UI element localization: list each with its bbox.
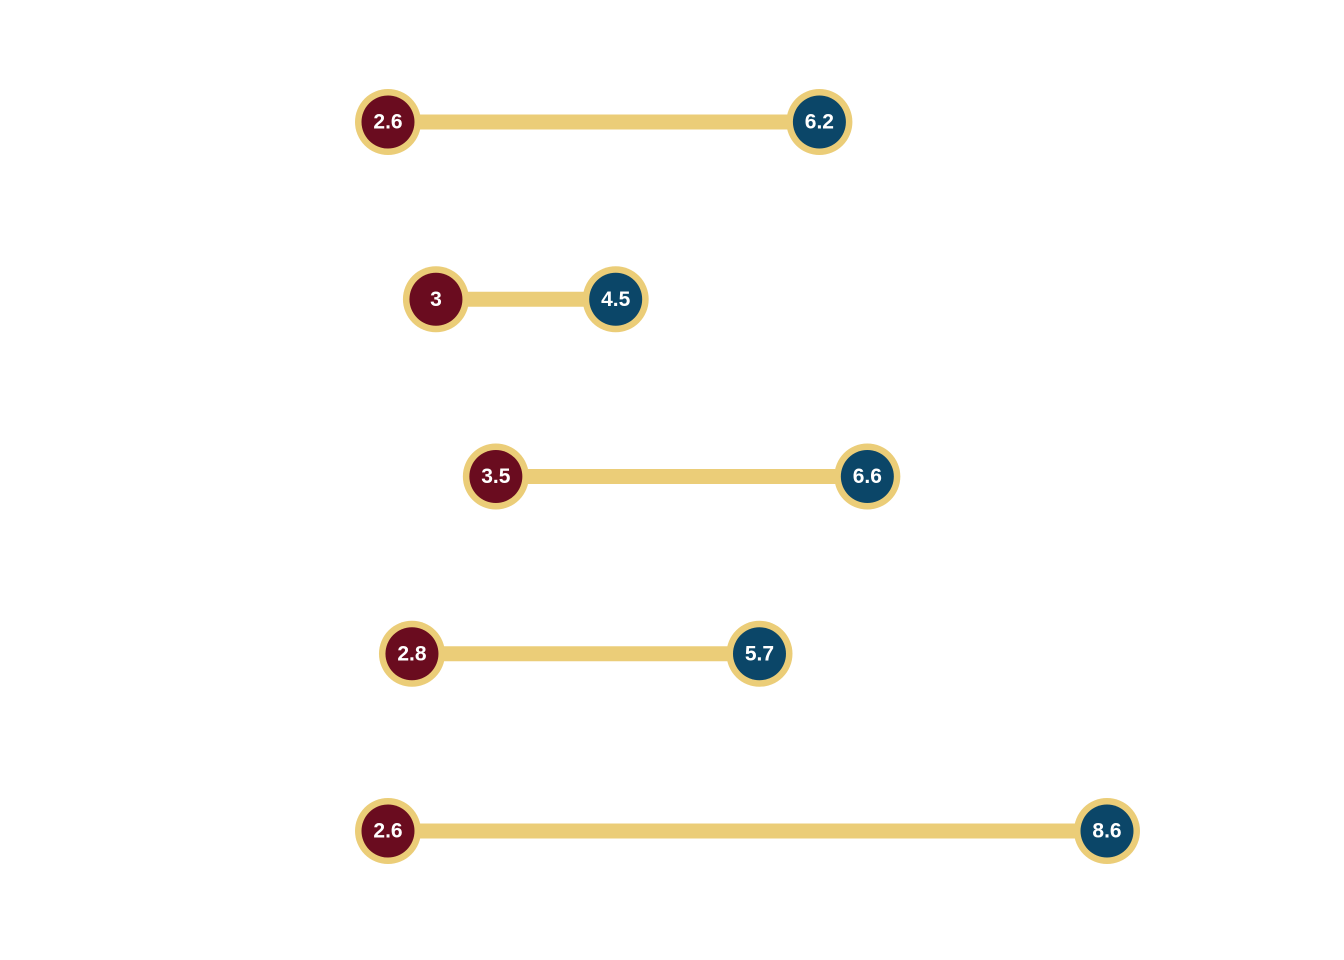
- dumbbell-row-5: 2.6 8.6: [355, 798, 1140, 864]
- start-dot: [385, 627, 439, 681]
- dumbbell-bar: [388, 823, 1107, 839]
- start-value-label: 2.8: [397, 642, 427, 665]
- start-value-label: 3.5: [481, 465, 511, 488]
- end-dot: [840, 450, 894, 503]
- start-dot: [469, 450, 523, 503]
- start-dot: [409, 272, 463, 326]
- end-value-label: 6.2: [805, 111, 834, 134]
- dumbbell-bar: [435, 291, 616, 307]
- start-value-label: 2.6: [373, 820, 402, 843]
- start-dot: [361, 95, 415, 149]
- start-dot: [361, 804, 415, 858]
- end-dot: [792, 95, 846, 149]
- start-value-label: 2.6: [373, 111, 402, 134]
- start-value-label: 3: [430, 288, 442, 311]
- end-value-label: 6.6: [853, 465, 882, 488]
- dumbbell-row-4: 2.8 5.7: [378, 620, 793, 687]
- end-value-label: 8.6: [1092, 820, 1121, 843]
- dumbbell-bar: [411, 646, 760, 662]
- end-dot: [1080, 804, 1134, 858]
- dumbbell-row-3: 3.5 6.6: [462, 443, 901, 510]
- end-dot: [589, 272, 643, 326]
- dumbbell-bar: [388, 114, 820, 130]
- dumbbell-row-1: 2.6 6.2: [355, 89, 853, 155]
- dumbbell-bar: [495, 469, 868, 484]
- end-value-label: 4.5: [601, 288, 631, 311]
- end-dot: [732, 627, 786, 681]
- end-value-label: 5.7: [745, 642, 774, 665]
